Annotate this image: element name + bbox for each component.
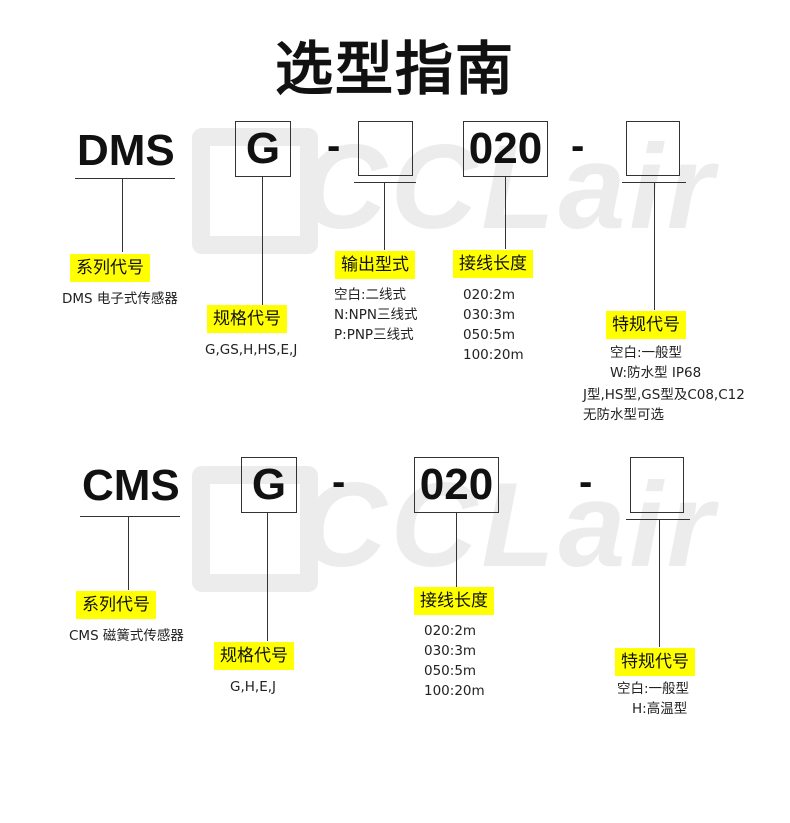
watermark-logo-top	[192, 128, 318, 254]
page-title: 选型指南	[274, 35, 515, 103]
dms-series-desc: DMS 电子式传感器	[62, 291, 178, 307]
cms-connector-cable	[456, 513, 458, 587]
cms-cable-option-4: 100:20m	[424, 683, 485, 699]
dms-output-option-3: P:PNP三线式	[334, 327, 414, 343]
dms-series-code: DMS	[77, 126, 175, 175]
watermark-text-bottom: CCLair	[300, 458, 718, 592]
dms-output-label: 输出型式	[335, 251, 415, 279]
dms-special-note-2: 无防水型可选	[583, 407, 664, 423]
dms-output-option-2: N:NPN三线式	[334, 307, 418, 323]
dms-special-label: 特规代号	[606, 311, 686, 339]
cms-special-option-2: H:高温型	[632, 701, 688, 717]
dms-cable-option-2: 030:3m	[463, 307, 516, 323]
dms-output-box	[358, 121, 413, 176]
dms-series-label: 系列代号	[70, 254, 150, 282]
dms-connector-spec	[262, 177, 264, 305]
cms-dash-1: -	[332, 460, 346, 504]
cms-special-box	[630, 457, 684, 513]
dms-underline-series	[75, 178, 175, 180]
dms-cable-option-3: 050:5m	[463, 327, 516, 343]
cms-series-label: 系列代号	[76, 591, 156, 619]
cms-series-desc: CMS 磁簧式传感器	[69, 628, 184, 644]
cms-dash-2: -	[579, 460, 593, 504]
watermark-logo-bottom	[192, 466, 318, 592]
dms-dash-2: -	[571, 124, 585, 168]
cms-special-option-1: 空白:一般型	[617, 681, 690, 697]
watermark-text-top: CCLair	[300, 120, 718, 254]
dms-connector-special	[654, 182, 656, 310]
cms-cable-option-1: 020:2m	[424, 623, 477, 639]
cms-connector-spec	[267, 513, 269, 641]
dms-cable-label: 接线长度	[453, 250, 533, 278]
dms-spec-options: G,GS,H,HS,E,J	[205, 342, 298, 358]
dms-special-option-2: W:防水型 IP68	[610, 365, 702, 381]
dms-cable-option-1: 020:2m	[463, 287, 516, 303]
cms-cable-option-2: 030:3m	[424, 643, 477, 659]
cms-special-label: 特规代号	[615, 648, 695, 676]
cms-underline-special	[626, 519, 690, 521]
cms-underline-series	[80, 516, 180, 518]
dms-connector-cable	[505, 177, 507, 249]
dms-cable-option-4: 100:20m	[463, 347, 524, 363]
dms-connector-series	[122, 178, 124, 252]
dms-output-option-1: 空白:二线式	[334, 287, 407, 303]
cms-cable-label: 接线长度	[414, 587, 494, 615]
dms-connector-output	[384, 182, 386, 250]
cms-spec-options: G,H,E,J	[230, 679, 276, 695]
cms-connector-series	[128, 516, 130, 590]
cms-cable-box: 020	[414, 457, 499, 513]
dms-special-option-1: 空白:一般型	[610, 345, 683, 361]
dms-special-note-1: J型,HS型,GS型及C08,C12	[583, 387, 745, 403]
cms-series-code: CMS	[82, 461, 180, 510]
dms-spec-label: 规格代号	[207, 305, 287, 333]
dms-dash-1: -	[327, 124, 341, 168]
dms-cable-box: 020	[463, 121, 548, 177]
cms-cable-option-3: 050:5m	[424, 663, 477, 679]
cms-spec-label: 规格代号	[214, 642, 294, 670]
dms-spec-box: G	[235, 121, 291, 177]
cms-connector-special	[659, 519, 661, 647]
cms-spec-box: G	[241, 457, 297, 513]
dms-special-box	[626, 121, 680, 176]
